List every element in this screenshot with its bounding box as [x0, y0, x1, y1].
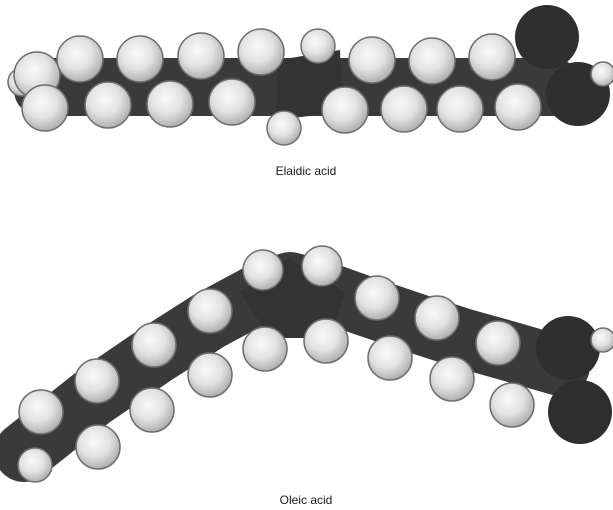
- hydrogen-atom: [75, 359, 119, 403]
- hydrogen-atom: [302, 246, 342, 286]
- hydrogen-atom: [437, 86, 483, 132]
- hydrogen-atom: [349, 37, 395, 83]
- hydrogen-atom: [322, 87, 368, 133]
- hydrogen-atom: [178, 33, 224, 79]
- hydrogen-atom: [57, 36, 103, 82]
- hydrogen-atom: [243, 327, 287, 371]
- elaidic-acid-molecule: [8, 5, 613, 145]
- hydrogen-atom: [85, 82, 131, 128]
- oleic-acid-molecule: [18, 246, 613, 482]
- oleic-hydroxyl-hydrogen: [591, 328, 613, 352]
- hydrogen-atom: [238, 29, 284, 75]
- hydrogen-atom: [355, 276, 399, 320]
- hydrogen-atom: [469, 34, 515, 80]
- elaidic-carboxyl-oxygen-upper: [515, 5, 579, 69]
- hydrogen-atom: [22, 85, 68, 131]
- hydrogen-atom: [495, 84, 541, 130]
- hydrogen-atom: [304, 319, 348, 363]
- hydrogen-atom: [301, 29, 335, 63]
- hydrogen-atom: [243, 250, 283, 290]
- hydrogen-atom: [188, 289, 232, 333]
- oleic-carboxyl-oxygen-lower: [548, 380, 612, 444]
- hydrogen-atom: [267, 111, 301, 145]
- hydrogen-atom: [430, 357, 474, 401]
- hydrogen-atom: [130, 388, 174, 432]
- hydrogen-atom: [132, 323, 176, 367]
- hydrogen-atom: [415, 296, 459, 340]
- hydrogen-atom: [147, 81, 193, 127]
- hydrogen-atom: [476, 321, 520, 365]
- oleic-terminal-hydrogen: [18, 448, 52, 482]
- oleic-acid-label: Oleic acid: [280, 493, 333, 507]
- hydrogen-atom: [19, 390, 63, 434]
- hydrogen-atom: [188, 353, 232, 397]
- oleic-carboxyl-oxygen-upper: [536, 316, 600, 380]
- hydrogen-atom: [381, 86, 427, 132]
- hydrogen-atom: [209, 79, 255, 125]
- elaidic-hydroxyl-hydrogen: [591, 62, 613, 86]
- elaidic-acid-label: Elaidic acid: [276, 164, 337, 178]
- hydrogen-atom: [409, 38, 455, 84]
- hydrogen-atom: [490, 383, 534, 427]
- hydrogen-atom: [117, 36, 163, 82]
- hydrogen-atom: [76, 425, 120, 469]
- hydrogen-atom: [368, 336, 412, 380]
